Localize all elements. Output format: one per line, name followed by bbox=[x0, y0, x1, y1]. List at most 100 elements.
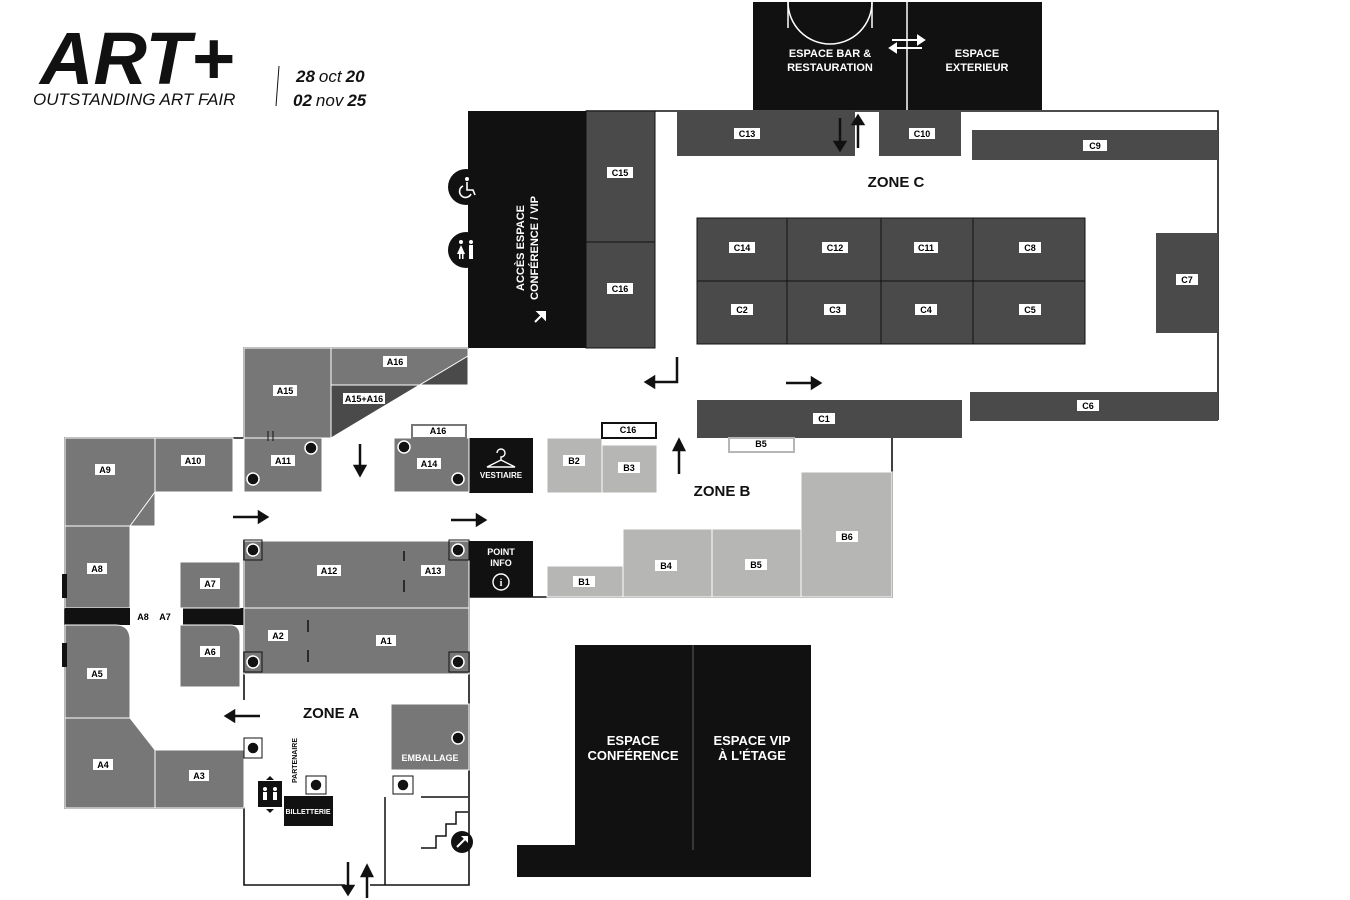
svg-text:B3: B3 bbox=[623, 463, 635, 473]
arrow-right-icon bbox=[233, 509, 488, 528]
svg-text:C11: C11 bbox=[918, 243, 934, 253]
door-arc bbox=[787, 1, 873, 45]
svg-text:A9: A9 bbox=[99, 465, 111, 475]
arrow-up-right-icon bbox=[534, 311, 546, 323]
stand-c13[interactable] bbox=[677, 111, 855, 156]
stand-tags-zone-a: A16 A15 A15+A16 A16 A9 A10 A11 A14 A8 A7… bbox=[87, 356, 450, 781]
svg-text:C6: C6 bbox=[1082, 401, 1094, 411]
svg-text:C5: C5 bbox=[1024, 305, 1036, 315]
stand-tags-zone-c: C13 C10 C9 C15 C16 C14 C12 C11 C8 C2 C3 … bbox=[607, 128, 1198, 424]
svg-text:A5: A5 bbox=[91, 669, 103, 679]
svg-text:B2: B2 bbox=[568, 456, 580, 466]
corridor-divider-left bbox=[65, 608, 130, 625]
conference-label-line1: ESPACE bbox=[607, 733, 660, 748]
svg-text:C10: C10 bbox=[914, 129, 931, 139]
up-down-arrows-icon bbox=[832, 113, 866, 153]
vip-label-line2: À L'ÉTAGE bbox=[718, 748, 786, 763]
svg-text:B5: B5 bbox=[755, 439, 767, 449]
svg-text:C2: C2 bbox=[736, 305, 748, 315]
arrow-left-icon bbox=[223, 708, 260, 724]
svg-text:C1: C1 bbox=[818, 414, 830, 424]
svg-text:C8: C8 bbox=[1024, 243, 1036, 253]
stand-a15-a16[interactable] bbox=[330, 355, 469, 439]
corridor-a7-label: A7 bbox=[159, 612, 171, 622]
svg-text:A6: A6 bbox=[204, 647, 216, 657]
svg-text:C14: C14 bbox=[734, 243, 751, 253]
svg-text:A3: A3 bbox=[193, 771, 205, 781]
billetterie-label: BILLETTERIE bbox=[285, 809, 330, 816]
exterieur-label-line1: ESPACE bbox=[955, 48, 999, 60]
svg-text:A15: A15 bbox=[277, 386, 294, 396]
svg-text:A1: A1 bbox=[380, 636, 392, 646]
fire-extinguisher-icon bbox=[246, 440, 465, 792]
emballage-label: EMBALLAGE bbox=[402, 753, 459, 763]
svg-text:A15+A16: A15+A16 bbox=[345, 394, 383, 404]
zone-c: ZONE C ACCÈS ESPACE CONFÉRENCE / VIP C13… bbox=[468, 110, 1218, 438]
point-info-label-line2: INFO bbox=[490, 558, 512, 568]
svg-text:i: i bbox=[500, 578, 503, 589]
stand-a9[interactable] bbox=[64, 437, 156, 527]
partenaire-label: PARTENAIRE bbox=[292, 738, 299, 783]
svg-text:C7: C7 bbox=[1181, 275, 1193, 285]
small-up-down-icon bbox=[267, 431, 274, 441]
logo-subtitle: OUTSTANDING ART FAIR bbox=[33, 90, 235, 109]
arrow-down-icon bbox=[352, 444, 368, 478]
conference-label-line2: CONFÉRENCE bbox=[587, 748, 678, 763]
stand-tags-zone-b: B2 B3 B1 B4 B5 B6 bbox=[563, 455, 858, 587]
point-info-area bbox=[469, 541, 533, 597]
svg-text:C3: C3 bbox=[829, 305, 841, 315]
svg-text:A16: A16 bbox=[430, 426, 447, 436]
entrance-arrows-icon bbox=[340, 862, 375, 898]
bar-label-line2: RESTAURATION bbox=[787, 62, 873, 74]
arrow-right-icon bbox=[786, 375, 823, 391]
zone-b-label: ZONE B bbox=[694, 483, 751, 500]
two-way-arrow-icon bbox=[888, 34, 926, 54]
corridor-divider-right bbox=[183, 608, 244, 625]
zone-a-label: ZONE A bbox=[303, 705, 359, 722]
acces-conference-area bbox=[468, 111, 586, 348]
stairs-up-arrow-icon bbox=[451, 831, 473, 853]
billetterie-area bbox=[284, 796, 333, 826]
conference-base bbox=[517, 845, 811, 877]
logo-divider bbox=[275, 65, 280, 107]
bar-exterior-area bbox=[753, 2, 1042, 110]
stairs-icon bbox=[384, 796, 468, 885]
svg-text:A11: A11 bbox=[275, 456, 291, 466]
corridor-a8-label: A8 bbox=[137, 612, 149, 622]
toilets-icon bbox=[448, 232, 484, 268]
point-info-label-line1: POINT bbox=[487, 547, 515, 557]
svg-text:A8: A8 bbox=[91, 564, 103, 574]
logo-text: ART+ bbox=[38, 17, 234, 100]
exterieur-label-line2: EXTERIEUR bbox=[946, 62, 1009, 74]
svg-text:A10: A10 bbox=[185, 456, 202, 466]
svg-text:A14: A14 bbox=[421, 459, 438, 469]
svg-text:A4: A4 bbox=[97, 760, 109, 770]
svg-text:C15: C15 bbox=[612, 168, 629, 178]
svg-text:C16: C16 bbox=[612, 284, 629, 294]
svg-text:C9: C9 bbox=[1089, 141, 1101, 151]
vestiaire-label: VESTIAIRE bbox=[480, 471, 523, 480]
zone-c-label: ZONE C bbox=[868, 174, 925, 191]
svg-text:C13: C13 bbox=[739, 129, 756, 139]
svg-text:A2: A2 bbox=[272, 631, 284, 641]
conference-vip-block: ESPACE CONFÉRENCE ESPACE VIP À L'ÉTAGE bbox=[517, 645, 811, 877]
stand-c16[interactable] bbox=[585, 241, 656, 349]
wheelchair-icon bbox=[448, 169, 484, 205]
svg-text:C4: C4 bbox=[920, 305, 932, 315]
hanger-icon bbox=[486, 448, 516, 468]
svg-text:A16: A16 bbox=[387, 357, 404, 367]
zone-a: ZONE A EMBALLAGE A16 A15 A15+A16 A16 A9 bbox=[62, 347, 488, 898]
svg-text:B1: B1 bbox=[578, 577, 590, 587]
elevator-icon bbox=[258, 776, 282, 813]
bar-label-line1: ESPACE BAR & bbox=[789, 48, 871, 60]
svg-text:A7: A7 bbox=[204, 579, 216, 589]
acces-label-line2: CONFÉRENCE / VIP bbox=[528, 196, 541, 300]
svg-text:C16: C16 bbox=[620, 425, 637, 435]
turn-left-arrow-icon bbox=[643, 357, 679, 390]
acces-label-line1: ACCÈS ESPACE bbox=[514, 205, 527, 291]
info-icon: i bbox=[492, 573, 510, 591]
svg-text:B4: B4 bbox=[660, 561, 672, 571]
